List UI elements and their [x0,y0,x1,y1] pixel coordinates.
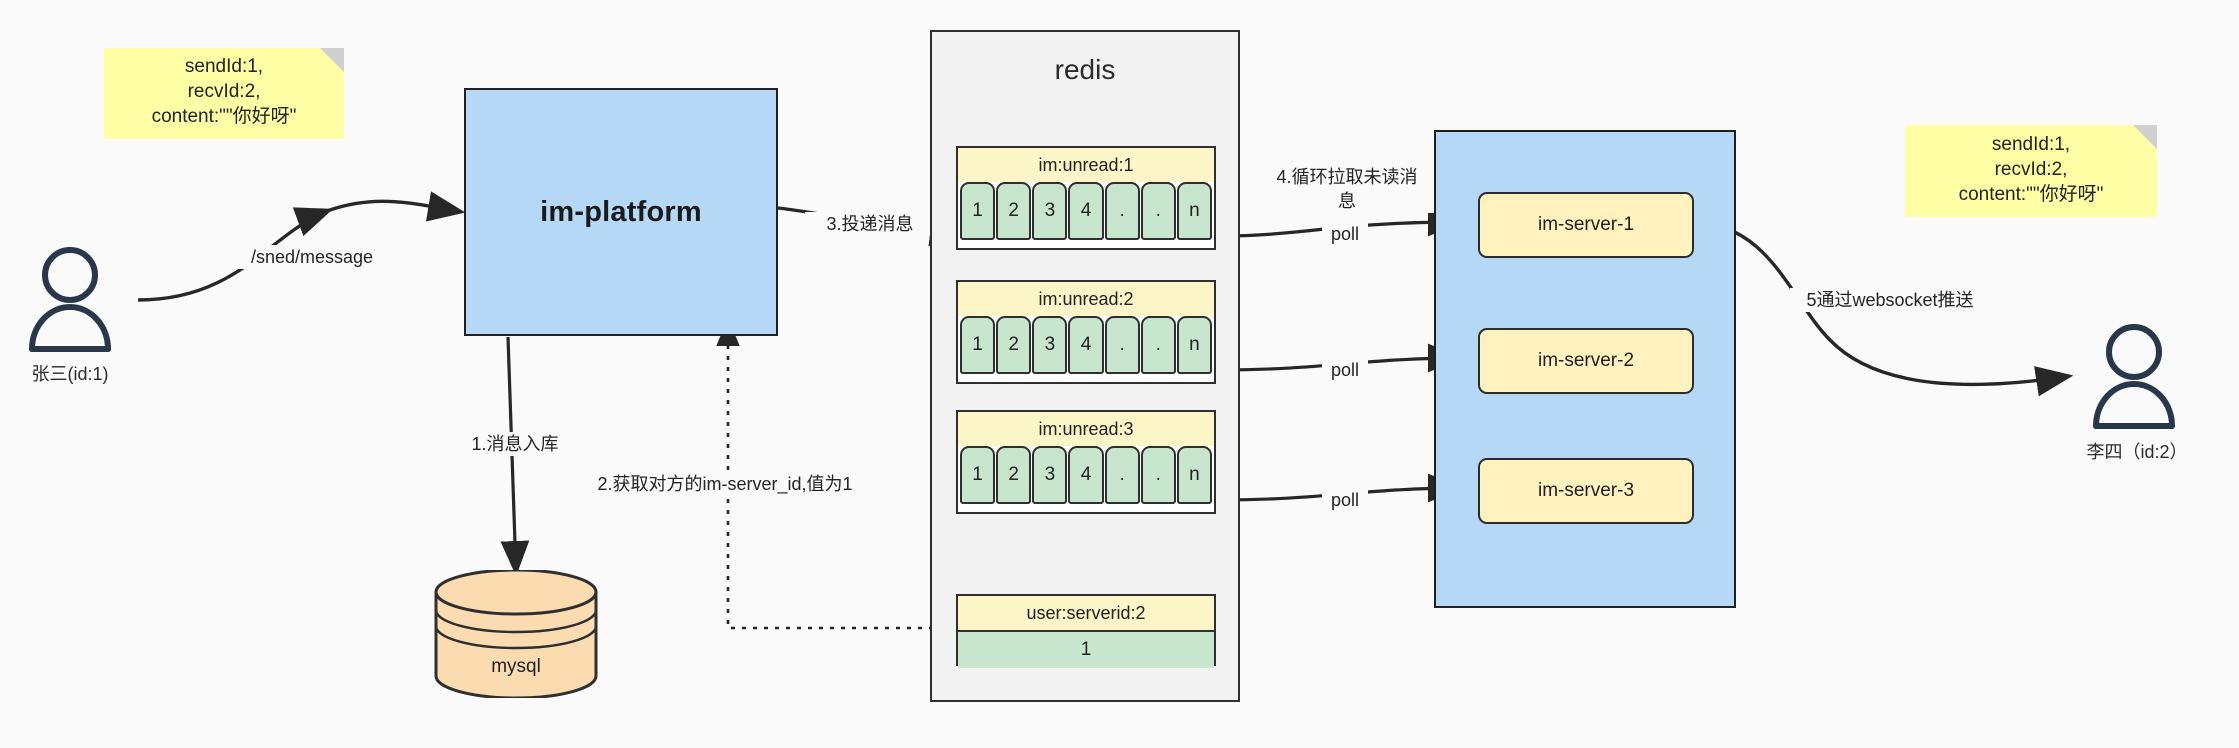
user-icon [2093,324,2175,429]
cluster-im-servers: im-server-1 im-server-2 im-server-3 [1434,130,1736,608]
redis-cell: 3 [1032,316,1068,374]
note-right-text: sendId:1, recvId:2, content:""你好呀" [1958,133,2104,205]
node-mysql[interactable]: mysql [430,568,602,700]
node-im-server-3[interactable]: im-server-3 [1478,458,1694,524]
redis-cell: . [1104,446,1140,504]
redis-cell: 2 [996,446,1032,504]
redis-cell: n [1176,446,1212,504]
note-right-message: sendId:1, recvId:2, content:""你好呀" [1905,125,2157,217]
actor-sender [26,245,114,355]
redis-list-1-key: im:unread:2 [958,282,1214,316]
edge-label-step3: 3.投递消息 [805,212,935,236]
redis-cell: n [1176,316,1212,374]
edge-label-step2: 2.获取对方的im-server_id,值为1 [575,472,875,496]
node-im-server-2-label: im-server-2 [1537,350,1635,371]
redis-list-0-cells: 1 2 3 4 . . n [958,182,1214,243]
redis-cell: 2 [996,182,1032,240]
redis-cell: 3 [1032,446,1068,504]
redis-cell: 3 [1032,182,1068,240]
edge-label-poll-2: poll [1322,358,1368,382]
redis-list-0-key: im:unread:1 [958,148,1214,182]
actor-sender-label: 张三(id:1) [31,364,109,384]
redis-cell: . [1104,182,1140,240]
node-im-server-1-label: im-server-1 [1537,214,1635,235]
note-fold-icon [320,48,344,72]
note-fold-icon [2133,125,2157,149]
note-left-text: sendId:1, recvId:2, content:""你好呀" [151,56,297,127]
edge-label-poll-1: poll [1322,222,1368,246]
redis-cell: n [1176,182,1212,240]
node-im-platform-label: im-platform [540,195,702,228]
redis-cell: 1 [960,316,996,374]
redis-cell: . [1104,316,1140,374]
redis-cell: 4 [1068,182,1104,240]
redis-cell: 4 [1068,316,1104,374]
edge-label-send-message: /sned/message [232,245,392,269]
edge-label-poll-3: poll [1322,488,1368,512]
edge-label-step5: 5通过websocket推送 [1790,288,1990,312]
redis-cell: . [1140,316,1176,374]
redis-cell: . [1140,446,1176,504]
edge-label-step4: 4.循环拉取未读消 息 [1252,165,1442,213]
node-im-server-3-label: im-server-3 [1537,480,1635,501]
actor-receiver [2090,322,2178,432]
note-left-message: sendId:1, recvId:2, content:""你好呀" [104,48,344,139]
redis-kv-value: 1 [958,630,1214,668]
edge-step5-websocket [1689,220,2074,397]
redis-kv-key: user:serverid:2 [958,596,1214,630]
node-redis-title: redis [1054,54,1116,85]
redis-list-2-cells: 1 2 3 4 . . n [958,446,1214,507]
redis-cell: 1 [960,182,996,240]
edge-send-message-head [329,191,466,222]
redis-cell: 2 [996,316,1032,374]
node-im-platform[interactable]: im-platform [464,88,778,336]
node-mysql-label: mysql [491,656,541,677]
redis-list-0[interactable]: im:unread:1 1 2 3 4 . . n [956,146,1216,250]
redis-list-2[interactable]: im:unread:3 1 2 3 4 . . n [956,410,1216,514]
redis-list-2-key: im:unread:3 [958,412,1214,446]
redis-cell: 1 [960,446,996,504]
node-im-server-2[interactable]: im-server-2 [1478,328,1694,394]
redis-cell: . [1140,182,1176,240]
redis-cell: 4 [1068,446,1104,504]
redis-list-1[interactable]: im:unread:2 1 2 3 4 . . n [956,280,1216,384]
database-icon [434,568,598,700]
redis-list-1-cells: 1 2 3 4 . . n [958,316,1214,377]
node-redis: redis im:unread:1 1 2 3 4 . . n im:unrea… [930,30,1240,702]
edge-step2-dotted [716,317,955,630]
node-im-server-1[interactable]: im-server-1 [1478,192,1694,258]
actor-receiver-label: 李四（id:2） [2086,442,2188,462]
user-icon [29,247,111,352]
edge-label-step1: 1.消息入库 [440,432,590,456]
redis-kv-user-serverid[interactable]: user:serverid:2 1 [956,594,1216,668]
